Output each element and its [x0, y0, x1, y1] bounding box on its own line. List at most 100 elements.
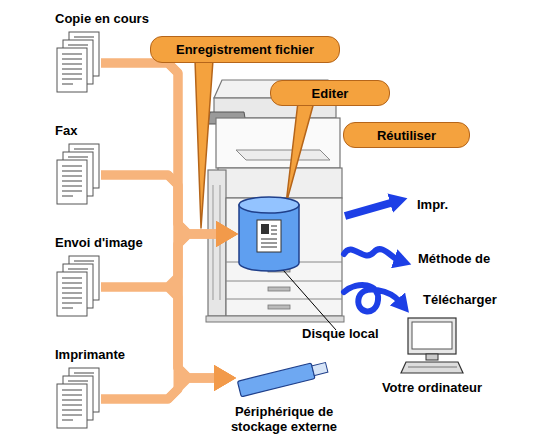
- text-line: [62, 404, 82, 405]
- flow-connector-group: [101, 287, 218, 378]
- page-sheet: [57, 160, 87, 204]
- keyboard-row: [408, 367, 457, 368]
- text-line: [74, 148, 94, 149]
- drawer-handle: [268, 305, 290, 309]
- node-label: Copie en cours: [55, 11, 149, 26]
- callout-tail: [286, 102, 314, 204]
- callout-box: Réutiliser: [343, 122, 470, 148]
- side-slot: [213, 185, 214, 300]
- text-line: [271, 234, 277, 235]
- node-label: Disque local: [302, 326, 379, 341]
- document-page: [57, 272, 87, 316]
- text-line: [62, 53, 82, 54]
- output-tray: [236, 150, 330, 160]
- text-line: [271, 230, 277, 231]
- text-line: [62, 63, 82, 64]
- text-line: [74, 36, 94, 37]
- document-stack-shape: [57, 368, 101, 430]
- usb-body: [237, 360, 328, 397]
- document-stack: Imprimante: [57, 368, 101, 430]
- drawer-line: [226, 281, 342, 282]
- text-line: [261, 239, 277, 240]
- flow-arrow: [101, 175, 220, 234]
- monitor: [408, 318, 456, 354]
- document-stack-shape: [57, 32, 101, 94]
- callout-box: Editer: [270, 80, 390, 106]
- callout-text: Editer: [312, 86, 349, 101]
- text-line: [62, 389, 82, 390]
- download-arrow: [344, 285, 400, 311]
- callout-text: Réutiliser: [377, 128, 436, 143]
- text-line: [261, 243, 277, 244]
- text-line: [62, 180, 82, 181]
- text-line: [62, 73, 82, 74]
- flow-connector-group: [101, 63, 220, 234]
- node-label: Périphérique de stockage externe: [214, 404, 354, 434]
- text-line: [62, 58, 82, 59]
- text-line: [62, 302, 82, 303]
- output-method-label: Télécharger: [423, 292, 497, 307]
- screen: [412, 322, 452, 349]
- text-line: [62, 195, 73, 196]
- cylinder-top: [239, 197, 299, 213]
- side-panel: [208, 170, 226, 316]
- document-stack: Envoi d'image: [57, 256, 101, 318]
- text-line: [62, 282, 82, 283]
- text-line: [62, 277, 82, 278]
- keyboard: [401, 362, 463, 373]
- drawer-line: [226, 299, 342, 300]
- usb-stick: Périphérique de stockage externe: [236, 360, 332, 396]
- flow-arrow: [101, 63, 220, 234]
- callout-tail: [195, 60, 213, 228]
- printer-base: [206, 316, 344, 322]
- node-label: Fax: [55, 123, 77, 138]
- leader-line: [276, 262, 336, 330]
- disk-cylinder-shape: [238, 196, 300, 272]
- document-page: [57, 160, 87, 204]
- cylinder-body: [239, 205, 299, 271]
- text-line: [62, 185, 82, 186]
- callout-box: Enregistrement fichier: [150, 36, 340, 63]
- drawer-handle: [268, 287, 290, 291]
- print-arrow: [345, 202, 394, 216]
- text-line: [271, 226, 277, 227]
- monitor-stand: [426, 354, 438, 360]
- side-slot: [220, 185, 221, 300]
- flow-arrow: [101, 378, 218, 399]
- document-page: [57, 48, 87, 92]
- flow-arrow: [101, 234, 220, 399]
- node-label: Imprimante: [55, 347, 125, 362]
- flow-arrow: [101, 287, 218, 378]
- file-image: [261, 224, 269, 234]
- text-line: [261, 247, 277, 248]
- text-line: [62, 297, 82, 298]
- text-line: [68, 380, 88, 381]
- flow-connector-group: [101, 234, 220, 399]
- page-sheet: [57, 384, 87, 428]
- text-line: [62, 83, 73, 84]
- callout-text: Enregistrement fichier: [176, 42, 314, 57]
- flow-connector-group: [101, 63, 218, 378]
- text-line: [68, 268, 88, 269]
- text-line: [62, 78, 82, 79]
- text-line: [62, 68, 82, 69]
- text-line: [62, 175, 82, 176]
- output-method-label: Impr.: [417, 197, 448, 212]
- text-line: [62, 190, 82, 191]
- output-method-label: Méthode de: [418, 251, 490, 266]
- text-line: [68, 44, 88, 45]
- text-line: [62, 292, 82, 293]
- node-label: Envoi d'image: [55, 235, 143, 250]
- text-line: [68, 156, 88, 157]
- text-line: [62, 414, 82, 415]
- usb-case: [237, 363, 315, 397]
- text-line: [62, 170, 82, 171]
- document-stack: Fax: [57, 144, 101, 206]
- printer-illustration: [206, 80, 344, 322]
- output-area: [216, 118, 340, 168]
- method-arrow: [344, 249, 398, 260]
- text-line: [62, 394, 82, 395]
